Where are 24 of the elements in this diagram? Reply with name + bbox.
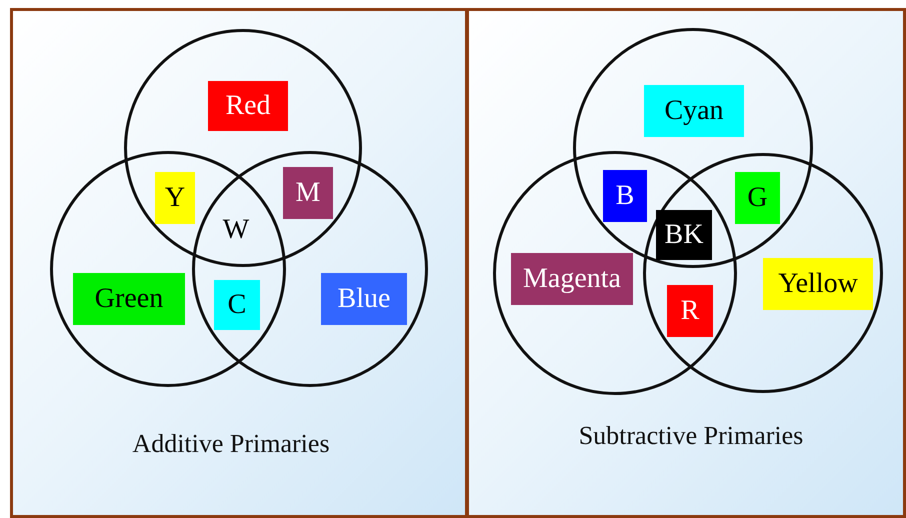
color-label: Yellow (763, 258, 873, 310)
venn-circle (573, 28, 813, 268)
color-label: Magenta (511, 253, 633, 305)
region-label: W (216, 210, 256, 250)
color-label: Y (155, 172, 195, 224)
venn-circle (643, 153, 883, 393)
color-label: Red (208, 81, 288, 131)
color-label: Cyan (644, 85, 744, 137)
color-label: BK (656, 210, 712, 260)
diagram-panel (10, 8, 468, 518)
diagram-panel (466, 8, 906, 518)
color-label: M (283, 167, 333, 219)
color-label: G (735, 172, 780, 224)
venn-circle (124, 29, 362, 267)
color-label: C (214, 280, 260, 330)
venn-circle (50, 151, 286, 387)
panel-caption: Additive Primaries (132, 429, 330, 459)
color-label: Blue (321, 273, 407, 325)
color-label: R (667, 285, 713, 337)
venn-circle (493, 151, 737, 395)
venn-circle (192, 151, 428, 387)
color-label: Green (73, 273, 185, 325)
color-label: B (603, 170, 647, 222)
panel-caption: Subtractive Primaries (578, 421, 804, 451)
